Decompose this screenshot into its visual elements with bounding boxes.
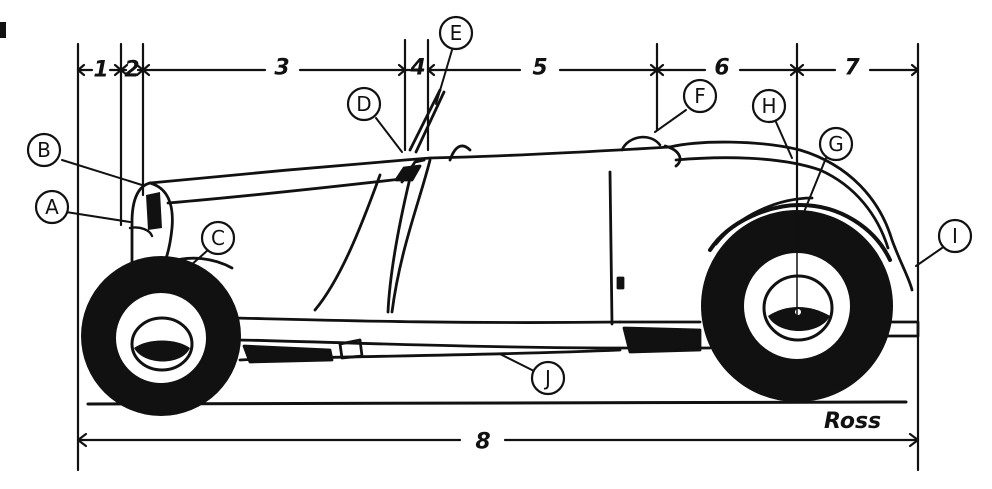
callout-b: B [26, 132, 62, 168]
dimension-label-8: 8 [475, 430, 490, 455]
callout-f-label: F [694, 84, 706, 108]
dimension-label-2: 2 [124, 58, 139, 83]
dimension-label-4: 4 [409, 56, 425, 81]
callout-i-label: I [952, 224, 958, 248]
front-wheel [81, 256, 241, 416]
callout-b-label: B [37, 138, 51, 162]
callout-d: D [346, 86, 382, 122]
dimension-labels: 1 2 3 4 5 6 7 8 [93, 56, 860, 455]
rear-wheel [701, 210, 893, 402]
callout-i: I [937, 218, 973, 254]
callout-h: H [751, 88, 787, 124]
dimension-label-6: 6 [714, 56, 729, 81]
callout-a-label: A [45, 195, 59, 219]
windshield [394, 88, 472, 184]
dimension-label-3: 3 [274, 56, 289, 81]
callout-j: J [530, 360, 566, 396]
top-dimension-line [76, 63, 920, 77]
callout-leaders [61, 49, 943, 373]
callout-h-label: H [761, 94, 776, 118]
callout-e: E [438, 15, 474, 51]
callout-g: G [818, 126, 854, 162]
rear-deck-bump [620, 135, 662, 152]
dimension-label-5: 5 [532, 56, 547, 81]
callout-c-label: C [211, 226, 225, 250]
corner-mark [0, 22, 6, 38]
callout-j-label: J [543, 366, 551, 390]
callout-a: A [34, 189, 70, 225]
overall-dimension-line [76, 432, 920, 448]
callout-g-label: G [828, 132, 844, 156]
artist-signature: Ross [824, 409, 881, 434]
callout-c: C [200, 220, 236, 256]
ground-line [86, 400, 908, 406]
dimension-label-7: 7 [844, 56, 860, 81]
car-body [130, 140, 920, 364]
callout-e-label: E [450, 21, 463, 45]
grille-detail [128, 192, 162, 238]
callout-d-label: D [356, 92, 371, 116]
callout-f: F [682, 78, 718, 114]
dimension-label-1: 1 [93, 58, 108, 83]
